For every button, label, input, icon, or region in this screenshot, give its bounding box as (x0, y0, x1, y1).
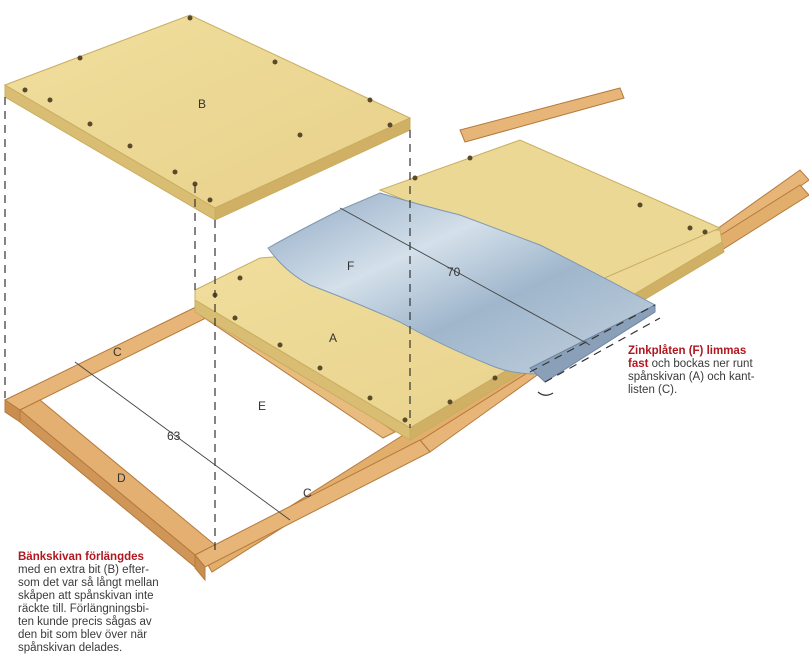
caption-left-line: spånskivan delades. (18, 642, 123, 654)
dimension-70: 70 (447, 265, 461, 279)
label-c-bottom: C (303, 486, 312, 500)
label-b: B (198, 97, 206, 111)
dimension-63: 63 (167, 429, 181, 443)
caption-right-heading-1: Zinkplåten (F) limmas (628, 345, 747, 357)
caption-right: Zinkplåten (F) limmas fast och bockas ne… (628, 345, 806, 397)
caption-left-line: ten kunde precis sågas av (18, 616, 152, 628)
caption-left-line: den bit som blev över när (18, 629, 148, 641)
caption-left-heading: Bänkskivan förlängdes (18, 551, 144, 563)
caption-right-line-3: listen (C). (628, 384, 678, 396)
label-d: D (117, 471, 126, 485)
caption-left-line: med en extra bit (B) efter- (18, 564, 150, 576)
label-e: E (258, 399, 266, 413)
label-c-top: C (113, 345, 122, 359)
caption-left: Bänkskivan förlängdes med en extra bit (… (18, 551, 218, 655)
caption-right-heading-2: fast (628, 358, 649, 370)
projection-lines (4, 97, 661, 555)
label-a: A (329, 331, 337, 345)
caption-right-line-2: spånskivan (A) och kant- (628, 371, 755, 383)
board-b (3, 14, 412, 221)
zinc-sheet-f (267, 192, 656, 396)
dimension-lines (74, 207, 591, 521)
caption-left-line: räckte till. Förlängningsbi- (18, 603, 150, 615)
caption-left-line: som det var så långt mellan (18, 577, 159, 589)
caption-right-line-1: och bockas ner runt (648, 358, 753, 370)
caption-left-line: skåpen att spånskivan inte (18, 590, 154, 602)
label-f: F (347, 259, 354, 273)
